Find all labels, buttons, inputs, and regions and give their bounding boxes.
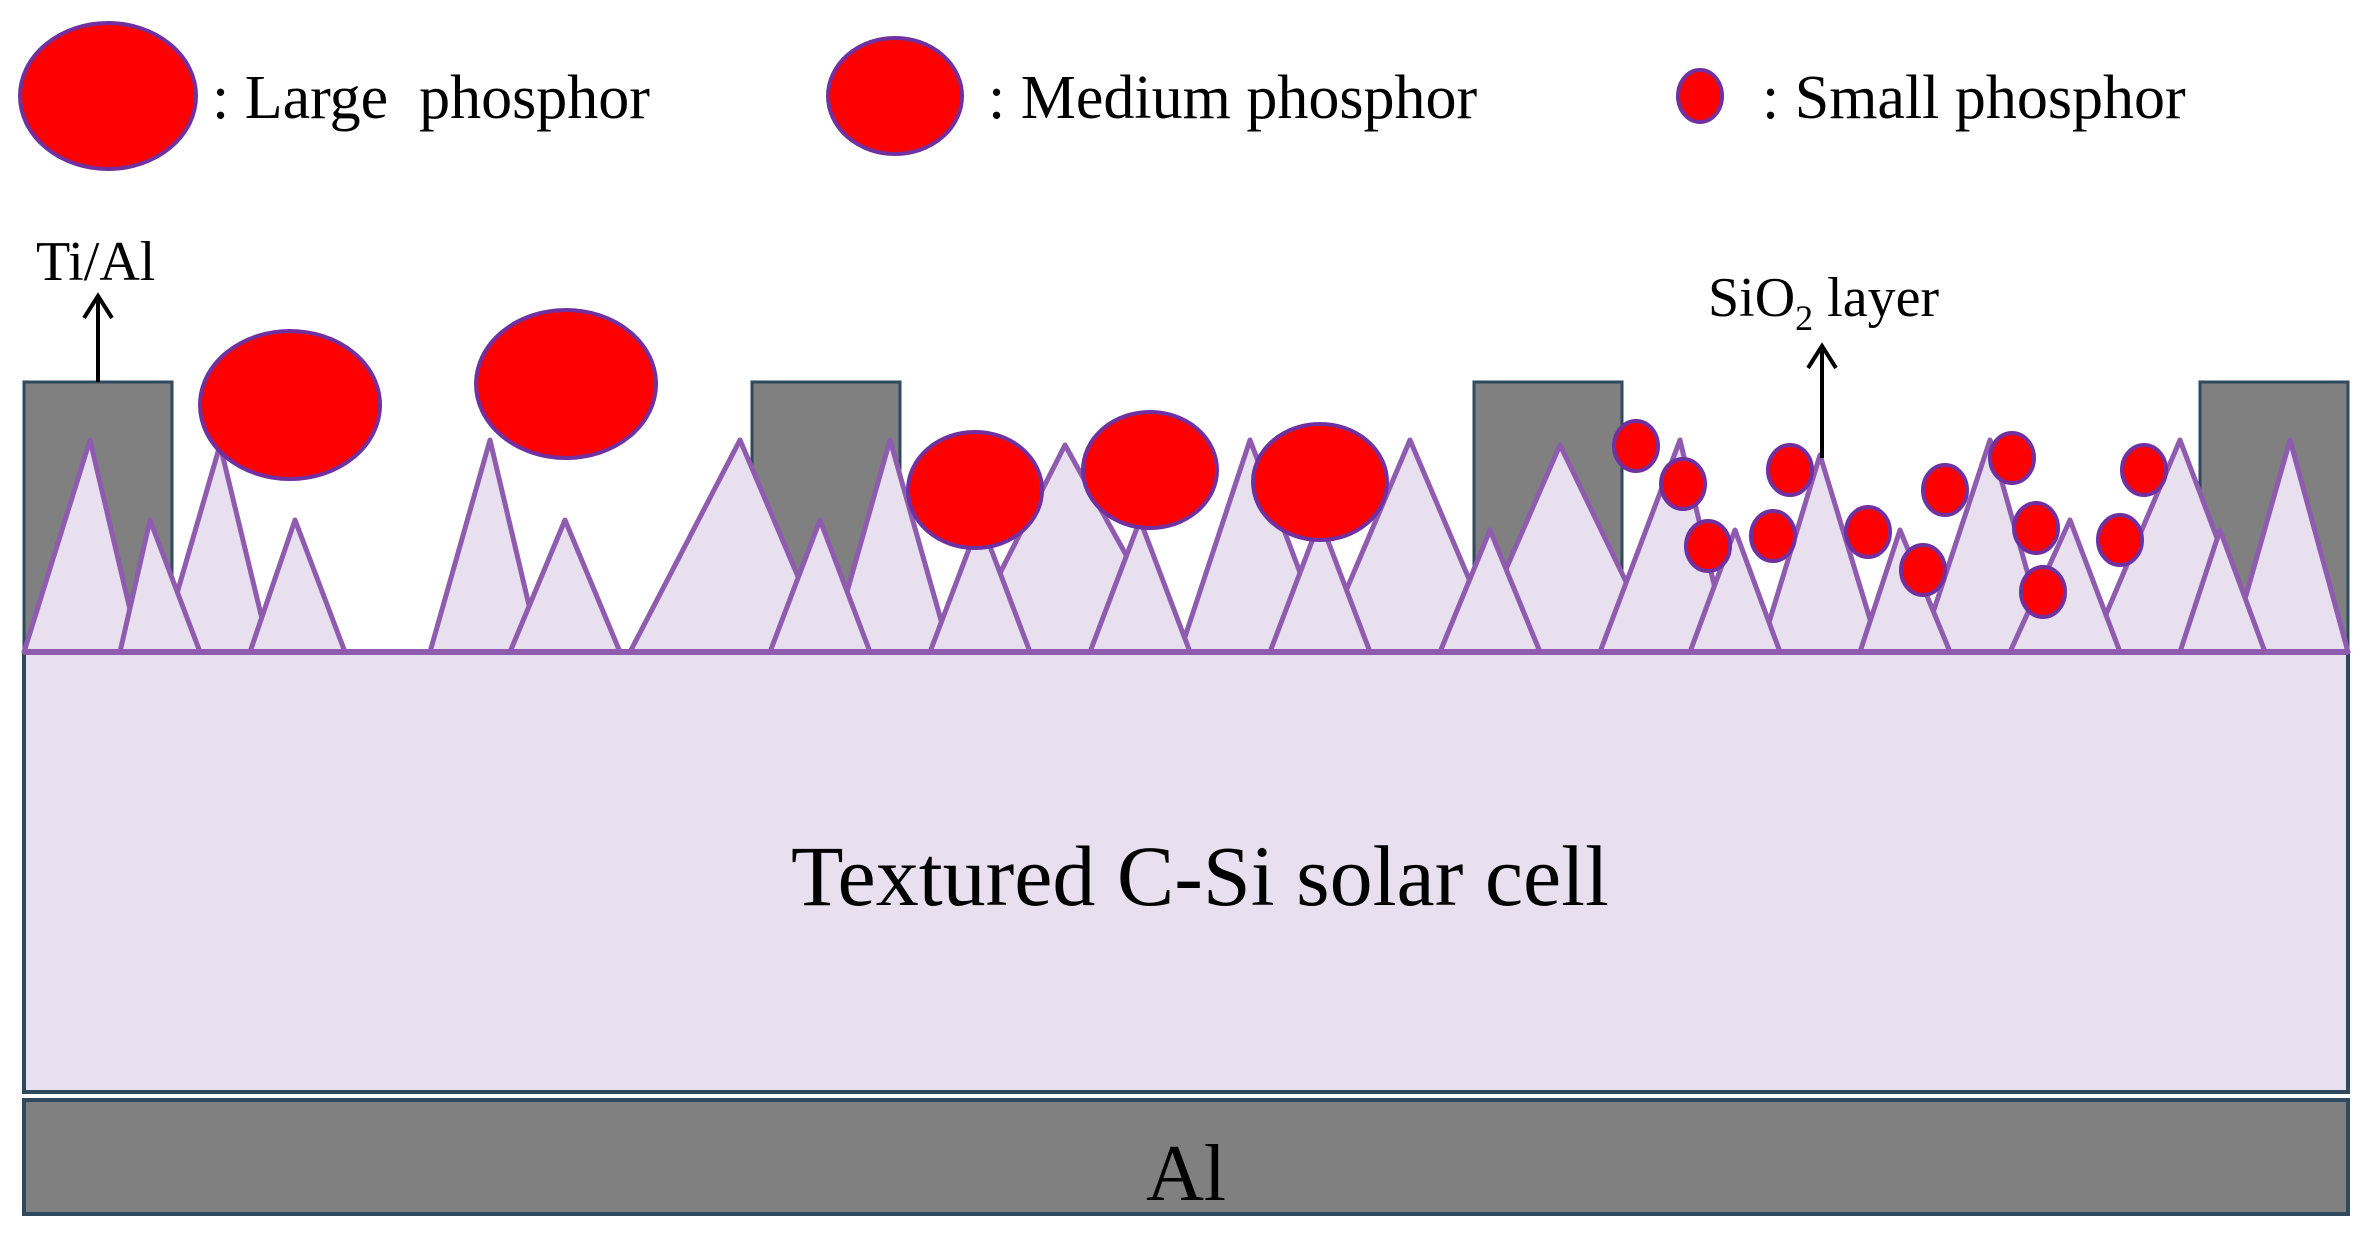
medium-phosphor-particle	[1081, 410, 1219, 530]
textured-surface	[21, 437, 2351, 655]
legend-item-medium: : Medium phosphor	[826, 36, 1477, 156]
legend-medium-label: : Medium phosphor	[988, 64, 1477, 132]
sio2-label-subscript: 2	[1795, 298, 1813, 338]
legend-small-phosphor-swatch	[1676, 68, 1724, 124]
small-phosphor-particle	[1749, 509, 1797, 563]
ti-al-arrow-head	[82, 292, 114, 320]
ti-al-callout: Ti/Al	[36, 231, 155, 382]
sio2-arrow-head	[1806, 342, 1838, 370]
phosphor-particles	[198, 308, 2168, 619]
small-phosphor-particle	[1988, 431, 2036, 485]
cell-substrate	[22, 650, 2350, 1094]
small-phosphor-particle	[2019, 565, 2067, 619]
sio2-callout: SiO2 layer	[1708, 267, 1939, 458]
small-phosphor-particle	[1921, 463, 1969, 517]
legend-small-label: : Small phosphor	[1762, 64, 2186, 132]
medium-phosphor-particle	[906, 430, 1044, 550]
texture-pyramid	[247, 517, 348, 655]
back-contact-layer: Al	[22, 1098, 2350, 1218]
small-phosphor-particle	[1612, 419, 1660, 473]
small-phosphor-particle	[2012, 501, 2060, 555]
cell-label: Textured C-Si solar cell	[791, 828, 1609, 924]
large-phosphor-particle	[198, 329, 382, 481]
solar-cell-body: Textured C-Si solar cell	[22, 650, 2350, 1094]
small-phosphor-particle	[1659, 457, 1707, 511]
small-phosphor-particle	[2096, 513, 2144, 567]
back-contact-al	[22, 1098, 2350, 1216]
small-phosphor-particle	[1684, 519, 1732, 573]
legend: : Large phosphor : Medium phosphor : Sma…	[18, 21, 2186, 171]
sio2-label-suffix: layer	[1813, 267, 1939, 329]
small-phosphor-particle	[1844, 505, 1892, 559]
legend-item-small: : Small phosphor	[1676, 64, 2186, 132]
back-contact-label: Al	[1146, 1130, 1226, 1218]
legend-large-label: : Large phosphor	[212, 64, 650, 132]
legend-medium-phosphor-swatch	[826, 36, 964, 156]
sio2-label-base: SiO	[1708, 267, 1795, 329]
legend-item-large: : Large phosphor	[18, 21, 650, 171]
small-phosphor-particle	[1766, 443, 1814, 497]
legend-large-phosphor-swatch	[18, 21, 198, 171]
large-phosphor-particle	[474, 308, 658, 460]
small-phosphor-particle	[1899, 543, 1947, 597]
ti-al-label: Ti/Al	[36, 231, 155, 293]
medium-phosphor-particle	[1251, 422, 1389, 542]
sio2-label: SiO2 layer	[1708, 267, 1939, 338]
small-phosphor-particle	[2120, 443, 2168, 497]
